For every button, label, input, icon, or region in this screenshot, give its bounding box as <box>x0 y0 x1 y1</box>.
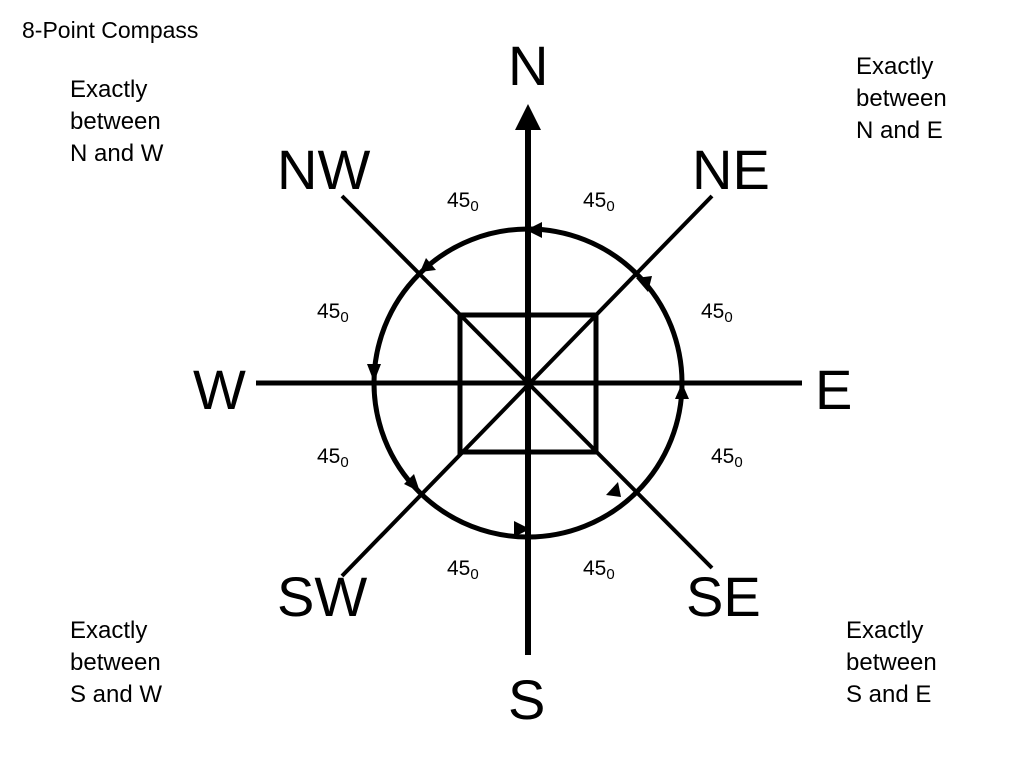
direction-label-s: S <box>508 668 546 731</box>
direction-label-ne: NE <box>692 138 770 201</box>
angle-value: 45 <box>583 189 607 212</box>
angle-value: 45 <box>447 557 471 580</box>
nw-se-diagonal <box>340 194 714 570</box>
direction-label-n: N <box>508 34 549 97</box>
angle-suffix: 0 <box>470 566 479 583</box>
angle-suffix: 0 <box>734 454 743 471</box>
note-northeast-line-3: N and E <box>856 117 943 144</box>
angle-label: 450 <box>317 446 349 474</box>
note-southeast-line-2: between <box>846 649 937 676</box>
angle-value: 45 <box>711 445 735 468</box>
circle-arrow-w <box>367 364 381 382</box>
note-southwest-line-2: between <box>70 649 161 676</box>
angle-value: 45 <box>317 300 341 323</box>
circle-arrow-bottom <box>514 521 530 537</box>
direction-label-e: E <box>815 358 853 421</box>
angle-value: 45 <box>583 557 607 580</box>
circle-arrow-se <box>606 482 621 497</box>
circle-arrow-top <box>526 222 542 238</box>
center-square <box>457 312 599 455</box>
note-northwest-line-2: between <box>70 108 161 135</box>
circle-arrow-nw <box>420 258 436 272</box>
angle-value: 45 <box>701 300 725 323</box>
note-southwest-line-3: S and W <box>70 681 163 708</box>
angle-label: 450 <box>447 558 479 586</box>
angle-suffix: 0 <box>470 198 479 215</box>
note-northeast-line-1: Exactly <box>856 53 934 80</box>
direction-label-sw: SW <box>277 565 368 628</box>
ne-sw-diagonal <box>340 194 714 578</box>
angle-value: 45 <box>447 189 471 212</box>
north-arrowhead <box>515 104 541 130</box>
angle-suffix: 0 <box>606 566 615 583</box>
angle-label: 450 <box>701 301 733 329</box>
note-southwest-line-1: Exactly <box>70 617 148 644</box>
angle-suffix: 0 <box>606 198 615 215</box>
note-southeast: Exactly between S and E <box>846 615 937 711</box>
angle-label: 450 <box>711 446 743 474</box>
angle-suffix: 0 <box>724 309 733 326</box>
direction-label-se: SE <box>686 565 761 628</box>
note-southeast-line-1: Exactly <box>846 617 924 644</box>
note-northeast: Exactly between N and E <box>856 51 947 147</box>
circle-arrow-ne <box>636 276 652 292</box>
note-northwest: Exactly between N and W <box>70 74 163 170</box>
circle-arrow-e <box>675 383 689 399</box>
note-northeast-line-2: between <box>856 85 947 112</box>
angle-suffix: 0 <box>340 309 349 326</box>
note-northwest-line-1: Exactly <box>70 76 148 103</box>
note-southeast-line-3: S and E <box>846 681 932 708</box>
angle-label: 450 <box>317 301 349 329</box>
direction-label-nw: NW <box>277 138 371 201</box>
angle-label: 450 <box>583 190 615 218</box>
angle-label: 450 <box>447 190 479 218</box>
angle-suffix: 0 <box>340 454 349 471</box>
angle-value: 45 <box>317 445 341 468</box>
diagram-title: 8-Point Compass <box>22 17 199 43</box>
circle-arrow-sw <box>404 474 420 492</box>
angle-label: 450 <box>583 558 615 586</box>
direction-label-w: W <box>193 358 246 421</box>
note-southwest: Exactly between S and W <box>70 615 162 711</box>
note-northwest-line-3: N and W <box>70 140 164 167</box>
